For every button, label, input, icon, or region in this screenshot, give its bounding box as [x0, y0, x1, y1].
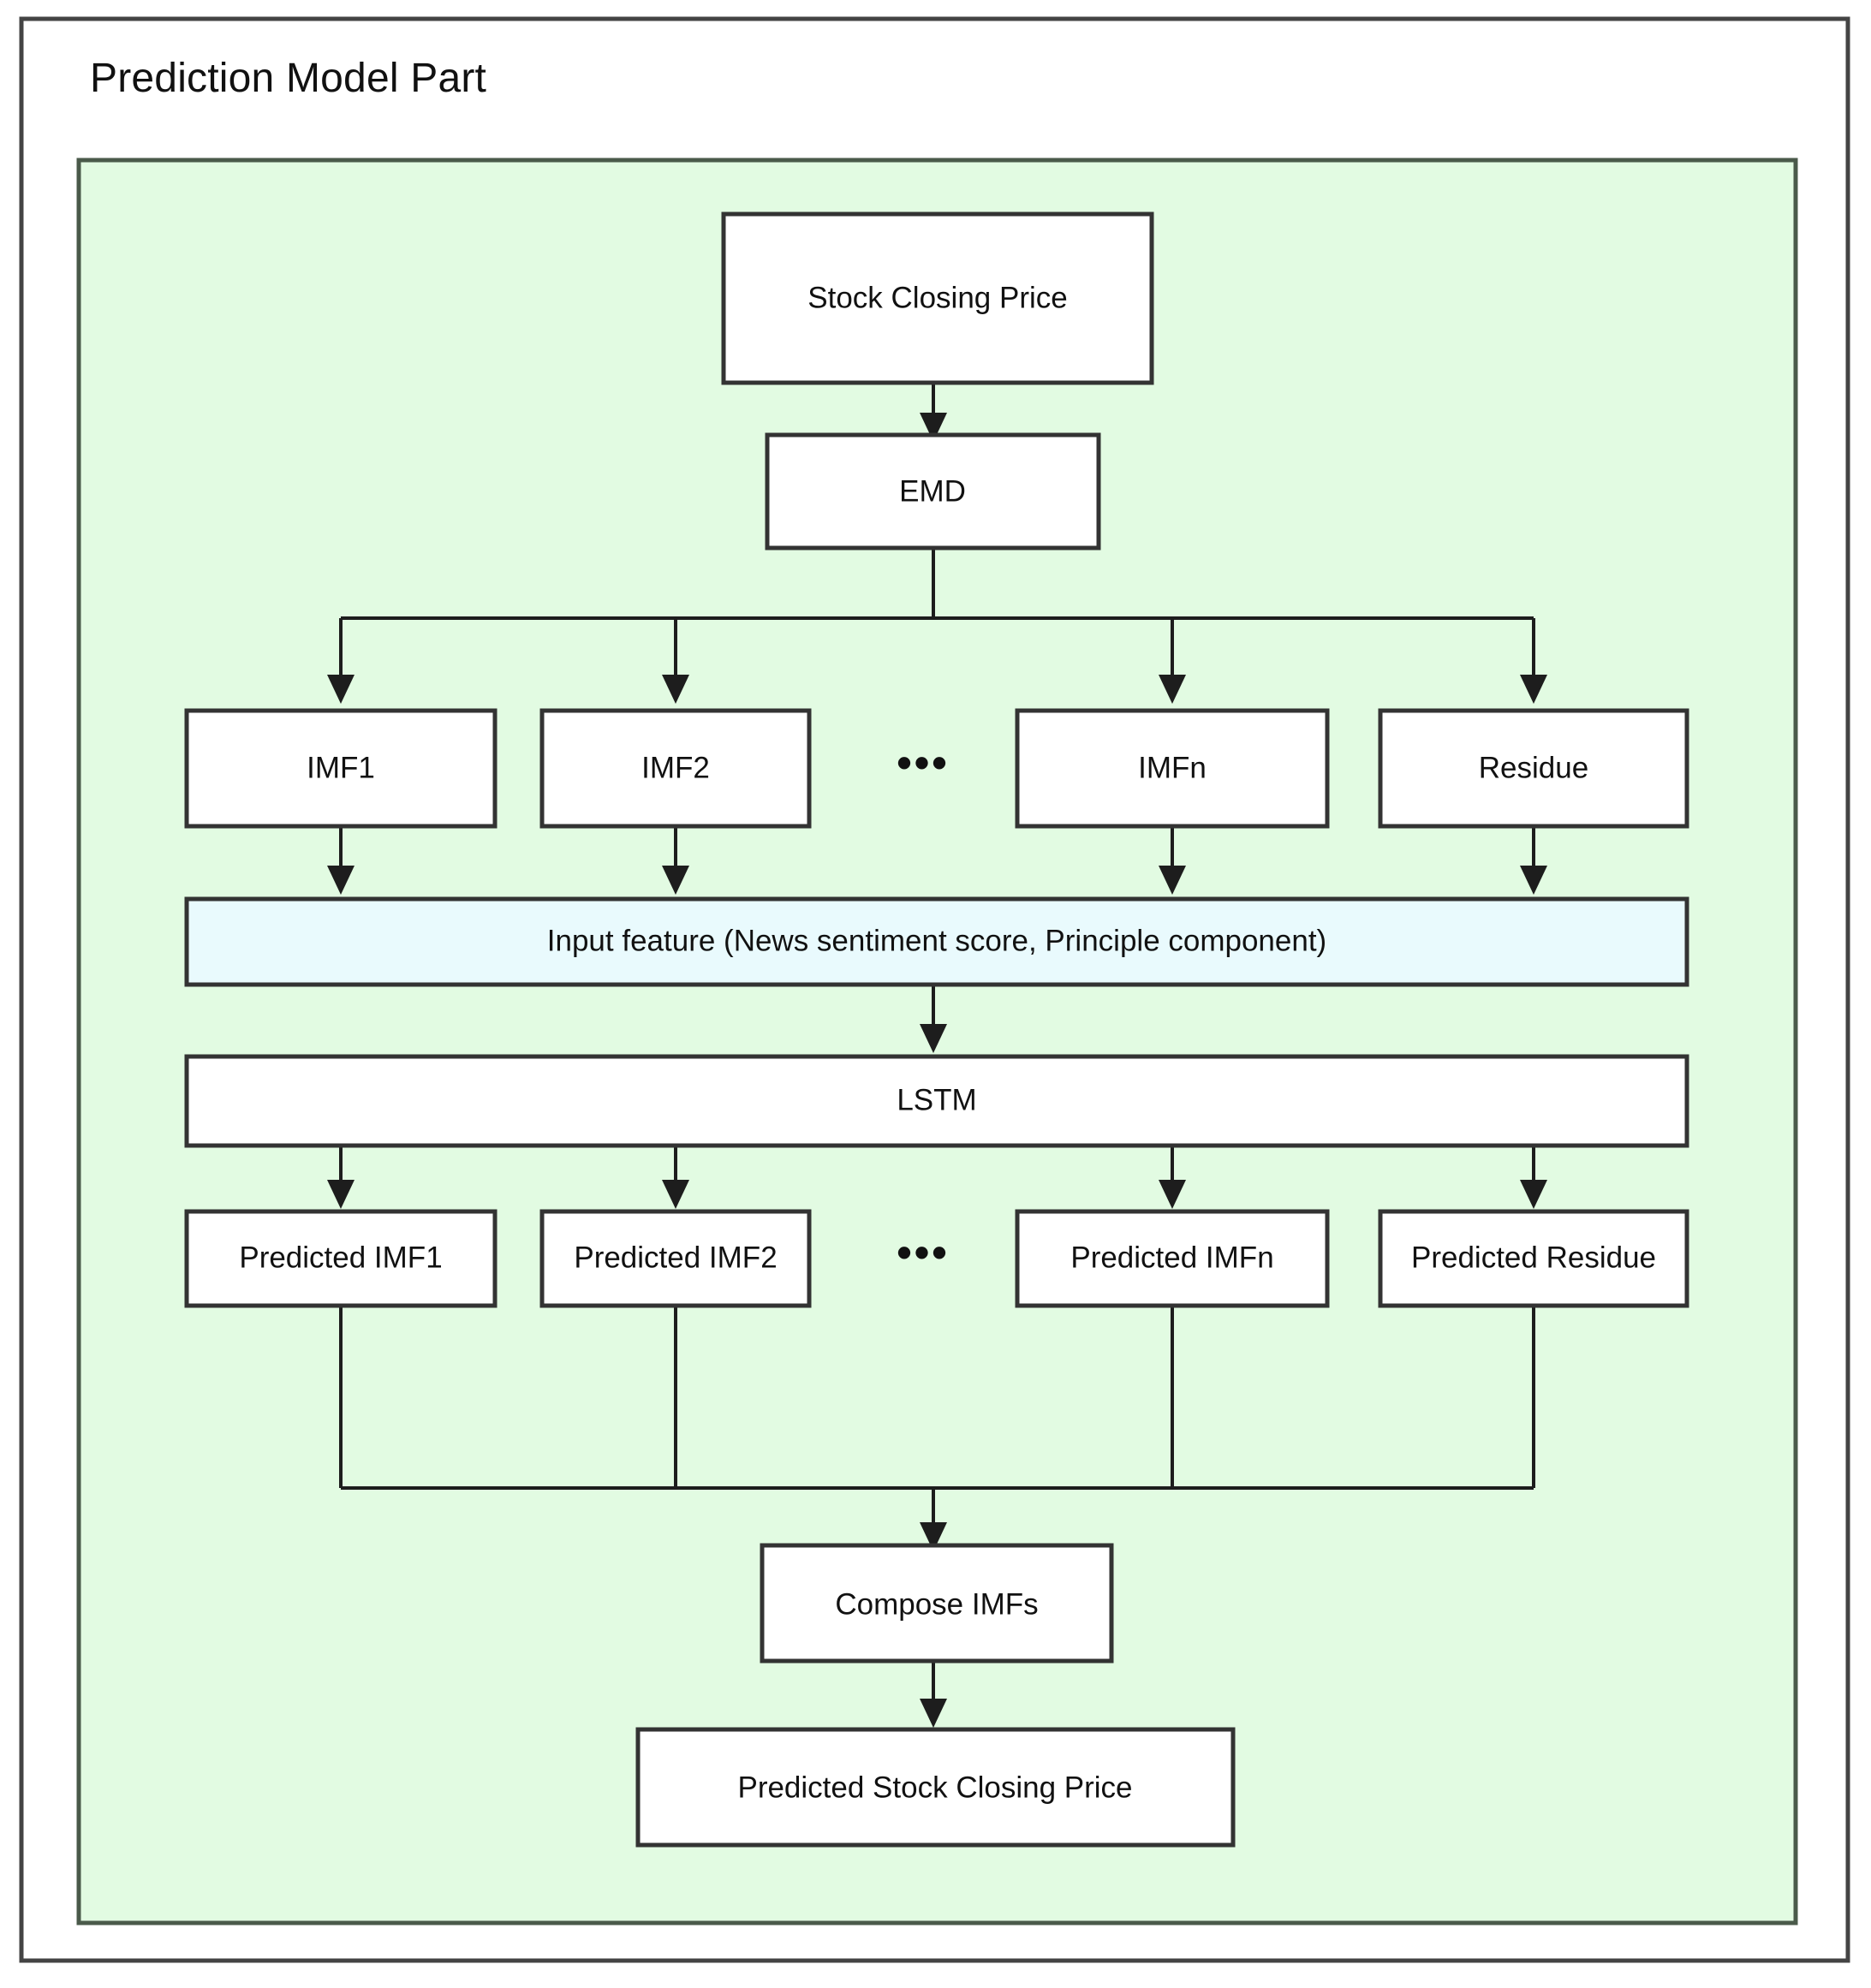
- page-title: Prediction Model Part: [90, 56, 486, 101]
- edge-compose-to-output: [920, 1661, 947, 1728]
- node-emd[interactable]: EMD: [765, 432, 1101, 551]
- node-predicted-residue[interactable]: Predicted Residue: [1378, 1209, 1689, 1308]
- node-predicted-imfn-label: Predicted IMFn: [1070, 1241, 1273, 1274]
- node-lstm[interactable]: LSTM: [184, 1054, 1689, 1148]
- edge-emd-to-imfs: [327, 548, 1547, 704]
- edge-input-feature-to-lstm: [920, 985, 947, 1053]
- node-input-feature-label: Input feature (News sentiment score, Pri…: [547, 924, 1326, 957]
- edge-lstm-to-predicted: [327, 1146, 1547, 1209]
- node-imf1-label: IMF1: [307, 751, 375, 784]
- imf-ellipsis: •••: [897, 739, 950, 787]
- edge-predicted-to-compose: [339, 1306, 1535, 1551]
- edge-source-to-emd: [920, 383, 947, 442]
- node-predicted-residue-label: Predicted Residue: [1411, 1241, 1656, 1274]
- node-predicted-imfn[interactable]: Predicted IMFn: [1015, 1209, 1330, 1308]
- node-imf2-label: IMF2: [641, 751, 710, 784]
- node-residue-label: Residue: [1479, 751, 1588, 784]
- node-predicted-stock-closing-price-label: Predicted Stock Closing Price: [737, 1771, 1132, 1804]
- node-input-feature[interactable]: Input feature (News sentiment score, Pri…: [184, 896, 1689, 987]
- node-predicted-stock-closing-price[interactable]: Predicted Stock Closing Price: [635, 1727, 1236, 1848]
- node-compose-imfs[interactable]: Compose IMFs: [760, 1543, 1114, 1664]
- node-imfn-label: IMFn: [1138, 751, 1207, 784]
- node-imf1[interactable]: IMF1: [184, 708, 498, 829]
- node-compose-imfs-label: Compose IMFs: [835, 1587, 1038, 1621]
- node-predicted-imf2[interactable]: Predicted IMF2: [539, 1209, 812, 1308]
- predicted-ellipsis: •••: [897, 1229, 950, 1277]
- node-emd-label: EMD: [899, 474, 966, 508]
- node-imf2[interactable]: IMF2: [539, 708, 812, 829]
- node-predicted-imf1[interactable]: Predicted IMF1: [184, 1209, 498, 1308]
- node-predicted-imf1-label: Predicted IMF1: [239, 1241, 442, 1274]
- node-stock-closing-price[interactable]: Stock Closing Price: [721, 211, 1154, 385]
- edge-imfs-to-input-feature: [327, 826, 1547, 895]
- node-predicted-imf2-label: Predicted IMF2: [574, 1241, 777, 1274]
- node-stock-closing-price-label: Stock Closing Price: [807, 281, 1067, 314]
- node-lstm-label: LSTM: [897, 1083, 976, 1116]
- node-imfn[interactable]: IMFn: [1015, 708, 1330, 829]
- node-residue[interactable]: Residue: [1378, 708, 1689, 829]
